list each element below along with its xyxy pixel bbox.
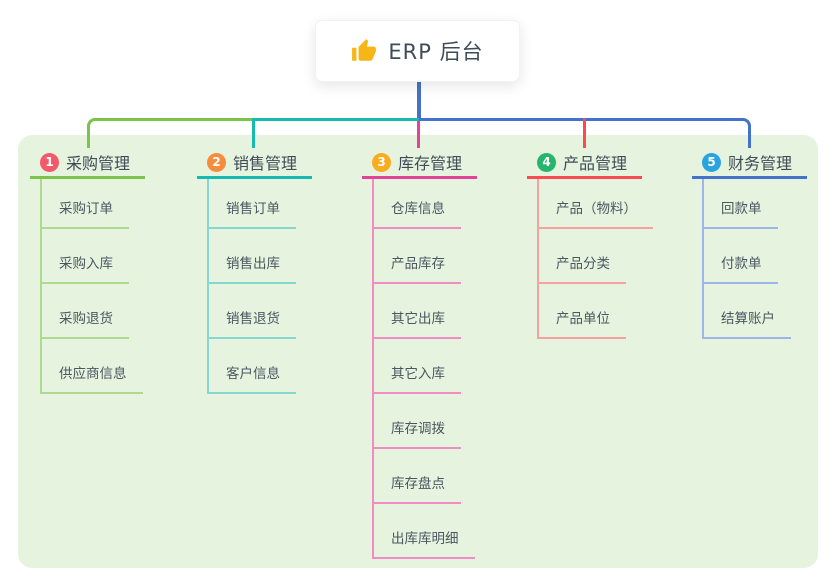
branch-number-badge: 5 [702,152,721,172]
child-node[interactable]: 产品单位 [539,284,626,339]
connector-sales-drop [252,118,255,148]
branch-sales: 2 销售管理 销售订单 销售出库 销售退货 客户信息 [197,150,312,394]
connector-sales-line [253,118,419,121]
root-node-erp[interactable]: ERP 后台 [315,20,520,82]
branch-inventory: 3 库存管理 仓库信息 产品库存 其它出库 其它入库 库存调拨 库存盘点 出库库… [362,150,477,559]
branch-label: 销售管理 [233,154,298,173]
branch-finance-children: 回款单 付款单 结算账户 [702,179,791,339]
child-node[interactable]: 供应商信息 [42,339,143,394]
branch-inventory-node[interactable]: 3 库存管理 [362,150,477,179]
branch-sales-children: 销售订单 销售出库 销售退货 客户信息 [207,179,296,394]
branch-number-badge: 2 [207,152,226,172]
child-node[interactable]: 产品（物料） [539,179,653,229]
child-node[interactable]: 销售订单 [209,179,296,229]
child-node[interactable]: 库存调拨 [374,394,461,449]
child-node[interactable]: 付款单 [704,229,778,284]
child-node[interactable]: 仓库信息 [374,179,461,229]
child-node[interactable]: 其它出库 [374,284,461,339]
branch-product: 4 产品管理 产品（物料） 产品分类 产品单位 [527,150,653,339]
connector-inventory-drop [417,121,420,148]
branch-number-badge: 1 [40,152,59,172]
branch-sales-node[interactable]: 2 销售管理 [197,150,312,179]
branch-label: 财务管理 [728,154,793,173]
child-node[interactable]: 其它入库 [374,339,461,394]
mindmap-panel [18,135,818,568]
connector-product-drop [583,118,586,148]
branch-label: 采购管理 [66,154,131,173]
thumbs-up-icon [352,39,377,61]
branch-label: 产品管理 [563,154,628,173]
root-node-label: ERP 后台 [388,40,484,64]
child-node[interactable]: 销售出库 [209,229,296,284]
child-node[interactable]: 销售退货 [209,284,296,339]
branch-finance: 5 财务管理 回款单 付款单 结算账户 [692,150,807,339]
child-node[interactable]: 采购入库 [42,229,129,284]
child-node[interactable]: 客户信息 [209,339,296,394]
branch-inventory-children: 仓库信息 产品库存 其它出库 其它入库 库存调拨 库存盘点 出库库明细 [372,179,475,559]
branch-purchase-node[interactable]: 1 采购管理 [30,150,145,179]
child-node[interactable]: 回款单 [704,179,778,229]
branch-product-children: 产品（物料） 产品分类 产品单位 [537,179,653,339]
child-node[interactable]: 采购订单 [42,179,129,229]
branch-label: 库存管理 [398,154,463,173]
child-node[interactable]: 采购退货 [42,284,129,339]
root-stem-line [417,82,421,118]
branch-number-badge: 3 [372,152,391,172]
child-node[interactable]: 结算账户 [704,284,791,339]
child-node[interactable]: 出库库明细 [374,504,475,559]
branch-finance-node[interactable]: 5 财务管理 [692,150,807,179]
child-node[interactable]: 产品库存 [374,229,461,284]
child-node[interactable]: 库存盘点 [374,449,461,504]
branch-product-node[interactable]: 4 产品管理 [527,150,642,179]
branch-number-badge: 4 [537,152,556,172]
branch-purchase: 1 采购管理 采购订单 采购入库 采购退货 供应商信息 [30,150,145,394]
branch-purchase-children: 采购订单 采购入库 采购退货 供应商信息 [40,179,143,394]
child-node[interactable]: 产品分类 [539,229,626,284]
connector-purchase-line [87,118,254,148]
